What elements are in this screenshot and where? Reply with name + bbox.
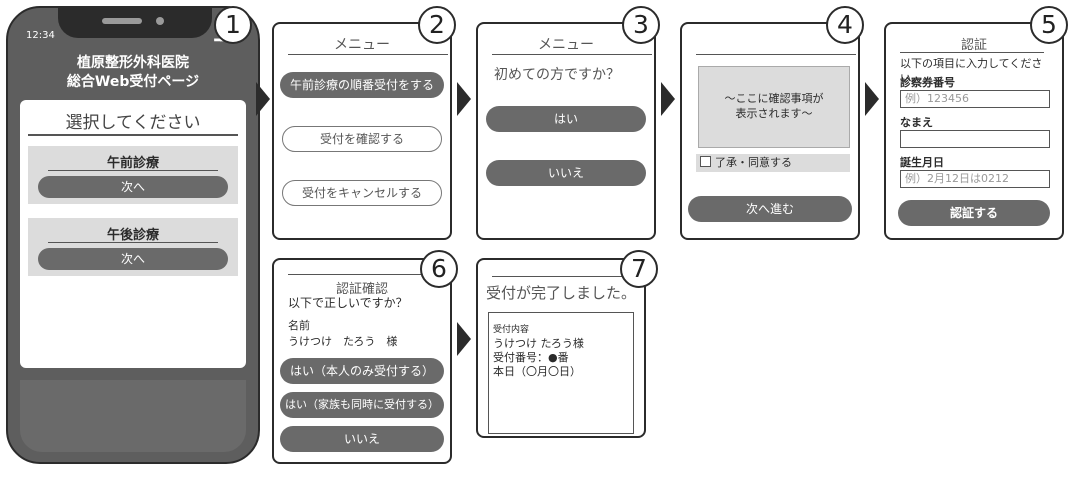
step-number-1: 1 — [214, 6, 252, 44]
pm-slot: 午後診療 次へ — [28, 218, 238, 276]
confirm-button[interactable]: 受付を確認する — [282, 126, 442, 152]
divider — [48, 242, 218, 243]
card-number-label: 診察券番号 — [900, 76, 955, 89]
auth-title: 認証 — [960, 38, 987, 53]
divider — [696, 54, 856, 55]
menu-title: メニュー — [538, 37, 594, 53]
reception-details: 受付内容 うけつけ たろう様 受付番号：●番 本日（〇月〇日） — [488, 312, 634, 434]
step-number-6: 6 — [420, 250, 458, 288]
step-number-2: 2 — [418, 6, 456, 44]
order-button[interactable]: 午前診療の順番受付をする — [280, 72, 444, 98]
flow-arrow-right — [457, 322, 471, 356]
screen-3-first-visit: メニュー 初めての方ですか？ はい いいえ — [476, 22, 656, 240]
divider — [288, 274, 422, 275]
yes-button[interactable]: はい — [486, 106, 646, 132]
name-input[interactable] — [900, 130, 1050, 148]
yes-self-button[interactable]: はい（本人のみ受付する） — [280, 358, 444, 384]
pm-label: 午後診療 — [106, 228, 159, 243]
card-number-input[interactable]: 例）123456 — [900, 90, 1050, 108]
details-caption: 受付内容 — [493, 325, 530, 335]
details-date: 本日（〇月〇日） — [493, 365, 581, 378]
camera-icon — [156, 17, 164, 25]
auth-instruction: 以下の項目に入力してください。 — [900, 57, 1043, 85]
no-button[interactable]: いいえ — [280, 426, 444, 452]
screen-6-confirm: 認証確認 以下で正しいですか？ 名前 うけつけ たろう 様 はい（本人のみ受付す… — [272, 258, 452, 464]
confirm-question: 以下で正しいですか？ — [288, 296, 408, 310]
step-number-4: 4 — [826, 6, 864, 44]
yes-family-button[interactable]: はい（家族も同時に受付する） — [280, 392, 444, 418]
divider — [288, 54, 448, 55]
screen-2-menu: メニュー 午前診療の順番受付をする 受付を確認する 受付をキャンセルする — [272, 22, 452, 240]
select-heading: 選択してください — [65, 113, 201, 133]
flow-arrow-right — [256, 82, 270, 116]
birthday-label: 誕生月日 — [900, 156, 944, 169]
details-number: 受付番号：●番 — [493, 351, 569, 364]
flow-arrow-right — [457, 82, 471, 116]
screen-5-auth: 認証 以下の項目に入力してください。 診察券番号 例）123456 なまえ 誕生… — [884, 22, 1064, 240]
screen-7-complete: 受付が完了しました。 受付内容 うけつけ たろう様 受付番号：●番 本日（〇月〇… — [476, 258, 646, 438]
hospital-name: 植原整形外科医院 — [77, 55, 189, 71]
divider — [492, 276, 626, 277]
speaker-icon — [102, 18, 142, 24]
phone-screen-1: 12:34 ▂▄▆ 植原整形外科医院 総合Web受付ページ 選択してください 午… — [6, 6, 260, 464]
phone-content: 選択してください 午前診療 次へ 午後診療 次へ — [20, 100, 246, 368]
phone-notch — [58, 6, 212, 38]
menu-title: メニュー — [334, 37, 390, 53]
terms-box: 〜ここに確認事項が 表示されます〜 — [698, 66, 850, 148]
divider — [900, 52, 1044, 53]
next-button[interactable]: 次へ進む — [688, 196, 852, 222]
step-number-7: 7 — [620, 250, 658, 288]
flow-arrow-right — [661, 82, 675, 116]
step-number-3: 3 — [622, 6, 660, 44]
birthday-input[interactable]: 例）2月12日は0212 — [900, 170, 1050, 188]
complete-title: 受付が完了しました。 — [485, 284, 636, 302]
no-button[interactable]: いいえ — [486, 160, 646, 186]
agree-checkbox[interactable] — [700, 156, 711, 167]
confirm-title: 認証確認 — [335, 282, 388, 297]
am-slot: 午前診療 次へ — [28, 146, 238, 204]
auth-submit-button[interactable]: 認証する — [898, 200, 1050, 226]
am-next-button[interactable]: 次へ — [38, 176, 228, 198]
divider — [492, 54, 652, 55]
step-number-5: 5 — [1030, 6, 1068, 44]
cancel-button[interactable]: 受付をキャンセルする — [282, 180, 442, 206]
name-value: うけつけ たろう 様 — [288, 335, 398, 348]
status-time: 12:34 — [26, 30, 55, 41]
name-label: なまえ — [900, 116, 933, 129]
am-label: 午前診療 — [106, 156, 159, 171]
terms-text-line1: 〜ここに確認事項が — [724, 92, 824, 105]
screen-4-terms: 〜ここに確認事項が 表示されます〜 了承・同意する 次へ進む — [680, 22, 860, 240]
flow-arrow-right — [865, 82, 879, 116]
divider — [48, 170, 218, 171]
divider — [28, 134, 238, 136]
pm-next-button[interactable]: 次へ — [38, 248, 228, 270]
first-visit-question: 初めての方ですか？ — [494, 67, 620, 83]
phone-bottom — [20, 380, 246, 452]
name-caption: 名前 — [288, 319, 310, 332]
page-title: 総合Web受付ページ — [66, 74, 200, 90]
hospital-title: 植原整形外科医院 総合Web受付ページ — [8, 54, 258, 92]
terms-text-line2: 表示されます〜 — [735, 107, 813, 120]
agree-label: 了承・同意する — [715, 156, 792, 169]
agree-row[interactable]: 了承・同意する — [696, 154, 850, 172]
details-name: うけつけ たろう様 — [493, 337, 584, 350]
